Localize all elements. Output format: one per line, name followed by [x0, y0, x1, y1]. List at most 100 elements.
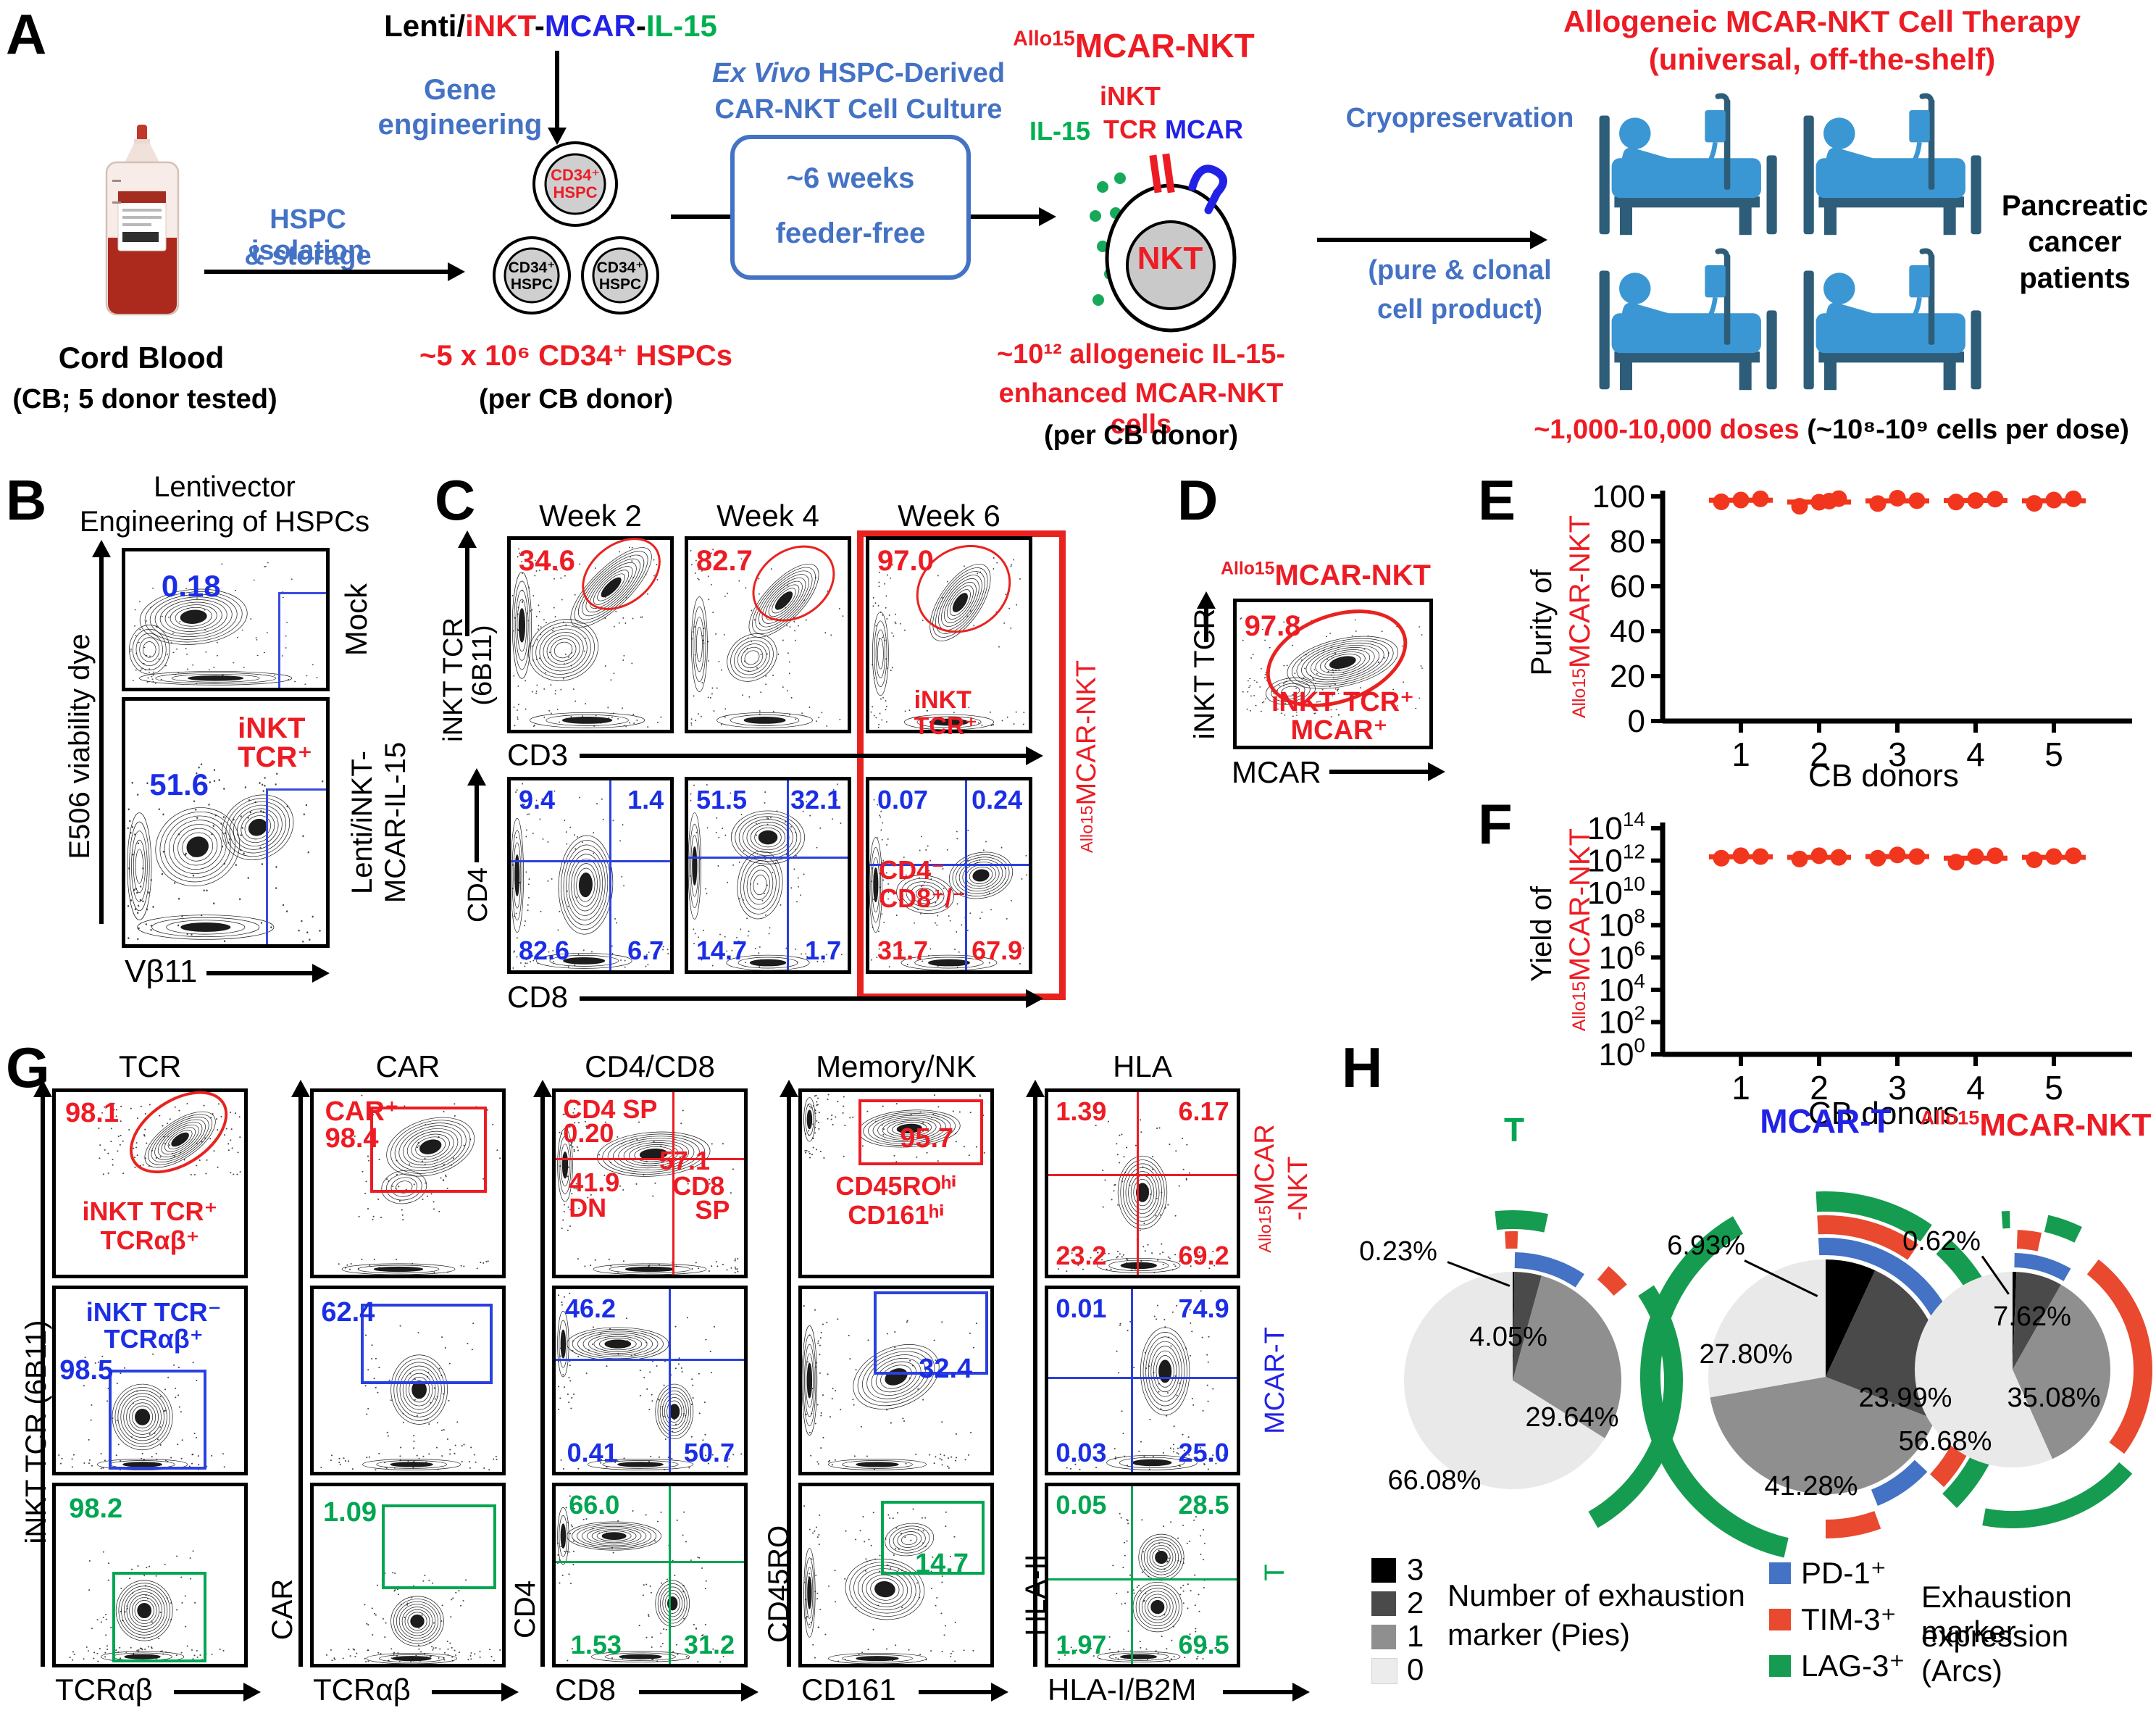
g-r1c1: 98.1 iNKT TCR⁺ TCRαβ⁺ — [52, 1074, 248, 1278]
svg-text:0: 0 — [1628, 704, 1645, 739]
svg-text:20: 20 — [1610, 659, 1645, 694]
q-ul: 0.07 — [877, 784, 929, 815]
ul: 0.05 — [1056, 1490, 1107, 1520]
quad-v — [1137, 1092, 1140, 1275]
legend-swatch-tim3 — [1769, 1609, 1791, 1630]
hspc-cell-label-top: CD34⁺HSPC — [551, 166, 600, 202]
flow-c-week2-bottom: 9.4 1.4 82.6 6.7 — [507, 777, 674, 974]
pie-nkt-label-0: 0.62% — [1902, 1226, 1981, 1257]
g-col3-yarrow — [533, 1080, 552, 1667]
quad-v — [1131, 1289, 1134, 1472]
legend-swatch-2 — [1371, 1591, 1396, 1616]
panel-b-ylabel: E506 viability dye — [63, 633, 96, 859]
ul: 66.0 — [569, 1490, 620, 1520]
g-col2-yarrow — [291, 1080, 310, 1667]
dn2: DN — [569, 1193, 607, 1223]
mock-percentage: 0.18 — [161, 569, 221, 604]
q-ul: 51.5 — [696, 784, 748, 815]
g-col2-ylabel: CAR — [266, 1578, 298, 1641]
svg-text:80: 80 — [1610, 524, 1645, 559]
g-r3c4: 14.7 — [798, 1483, 994, 1667]
lenti-row-label2: MCAR-IL-15 — [379, 741, 411, 904]
quad-v — [965, 780, 967, 970]
legend-label-lag3: LAG-3⁺ — [1801, 1649, 1905, 1683]
arrow-construct-down — [548, 51, 567, 145]
pct: 1.09 — [323, 1497, 377, 1528]
patient-bed-icon — [1803, 248, 1981, 391]
construct-lenti: Lenti/ — [384, 9, 466, 43]
allo-mcar-nkt-title: Allo15MCAR-NKT — [1013, 27, 1255, 64]
pie-t-label-2: 29.64% — [1525, 1402, 1619, 1433]
d-gate2: MCAR⁺ — [1290, 715, 1388, 746]
gate-note: iNKT TCR⁺ — [914, 686, 978, 741]
g1: CD45ROʰⁱ — [835, 1170, 957, 1201]
nkt-cell-icon — [1090, 153, 1237, 333]
flow-plot-mock: 0.18 — [122, 548, 330, 691]
g-xarrow-2 — [432, 1683, 519, 1702]
nkt-inkt-label: iNKT — [1100, 81, 1161, 111]
panel-a-label: A — [6, 2, 47, 66]
patient-bed-icon — [1599, 93, 1777, 236]
ul: 1.39 — [1056, 1096, 1107, 1126]
g-r1c4: 95.7 CD45ROʰⁱ CD161ʰⁱ — [798, 1088, 994, 1278]
panel-b-yaxis-arrow — [92, 540, 111, 924]
quad-v — [787, 780, 790, 970]
q-ur: 32.1 — [790, 784, 842, 815]
ul1: CD4 SP — [563, 1094, 658, 1125]
q-ul: 9.4 — [519, 784, 556, 815]
legend-arcs-caption1: Exhaustion marker — [1921, 1580, 2072, 1649]
ul: 0.01 — [1056, 1293, 1107, 1323]
svg-text:40: 40 — [1610, 614, 1645, 649]
pct: 32.4 — [919, 1353, 973, 1384]
g-r1c2: CAR⁺ 98.4 — [310, 1088, 506, 1278]
flow-c-week4-top: 82.7 — [685, 529, 851, 733]
legend-swatch-lag3 — [1769, 1655, 1791, 1677]
sp2: CD8 — [672, 1170, 725, 1201]
nkt-yield-line1: ~10¹² allogeneic IL-15- — [996, 339, 1286, 370]
panel-b-label: B — [6, 468, 47, 532]
g-r1c3: CD4 SP 0.20 41.9 DN 57.1 CD8 SP — [552, 1088, 748, 1278]
g-xarrow-1 — [174, 1683, 261, 1702]
construct-inkt: iNKT — [465, 9, 535, 43]
ur: 6.17 — [1178, 1096, 1229, 1126]
g2: CD161ʰⁱ — [848, 1200, 945, 1230]
pie-nkt-label-2: 35.08% — [2007, 1383, 2101, 1413]
lr: 69.5 — [1178, 1629, 1229, 1659]
svg-text:106: 106 — [1598, 937, 1645, 975]
g-row2-label: MCAR-T — [1259, 1327, 1290, 1434]
g-col5-title: HLA — [1113, 1049, 1172, 1083]
panel-h-label: H — [1342, 1036, 1383, 1099]
construct-il15: IL-15 — [645, 9, 717, 43]
gate-rect — [370, 1107, 488, 1193]
ll: 23.2 — [1056, 1240, 1107, 1270]
g1: iNKT TCR⁻ — [85, 1296, 222, 1327]
gate-rect — [361, 1304, 493, 1385]
hspc-storage-label: & storage — [244, 241, 372, 271]
construct-mcar: MCAR — [544, 9, 636, 43]
gate-lenti — [265, 788, 326, 944]
g-xarrow-4 — [919, 1683, 1008, 1702]
pct: 97.0 — [877, 544, 934, 577]
flow-plot-lenti: 51.6 iNKT TCR⁺ — [122, 697, 330, 948]
ll: 0.41 — [567, 1437, 618, 1467]
ll: 0.03 — [1056, 1437, 1107, 1467]
g-r2c1: iNKT TCR⁻ TCRαβ⁺ 98.5 — [52, 1286, 248, 1475]
panel-c-row1-ylabel: iNKT TCR — [438, 617, 469, 742]
q-ll: 14.7 — [696, 936, 748, 966]
nkt-yield-line2: enhanced MCAR-NKT cells — [998, 378, 1284, 440]
legend-label-3: 3 — [1407, 1552, 1424, 1586]
panel-c-row2-yarrow — [467, 768, 486, 862]
weeks-box-line2: feeder-free — [775, 217, 926, 249]
q-ur: 0.24 — [972, 784, 1023, 815]
mock-row-label: Mock — [339, 583, 373, 657]
g-xlabel-3: CD8 — [555, 1673, 617, 1707]
g-xlabel-5: HLA-I/B2M — [1048, 1673, 1197, 1707]
svg-text:5: 5 — [2044, 736, 2063, 773]
legend-arcs-caption2: expression (Arcs) — [1921, 1619, 2069, 1688]
pct: 98.4 — [325, 1123, 379, 1154]
svg-text:5: 5 — [2044, 1069, 2063, 1107]
gate-rect — [858, 1099, 983, 1165]
patient-bed-icon — [1803, 93, 1981, 236]
construct-title: Lenti/iNKT-MCAR-IL-15 — [362, 9, 739, 43]
